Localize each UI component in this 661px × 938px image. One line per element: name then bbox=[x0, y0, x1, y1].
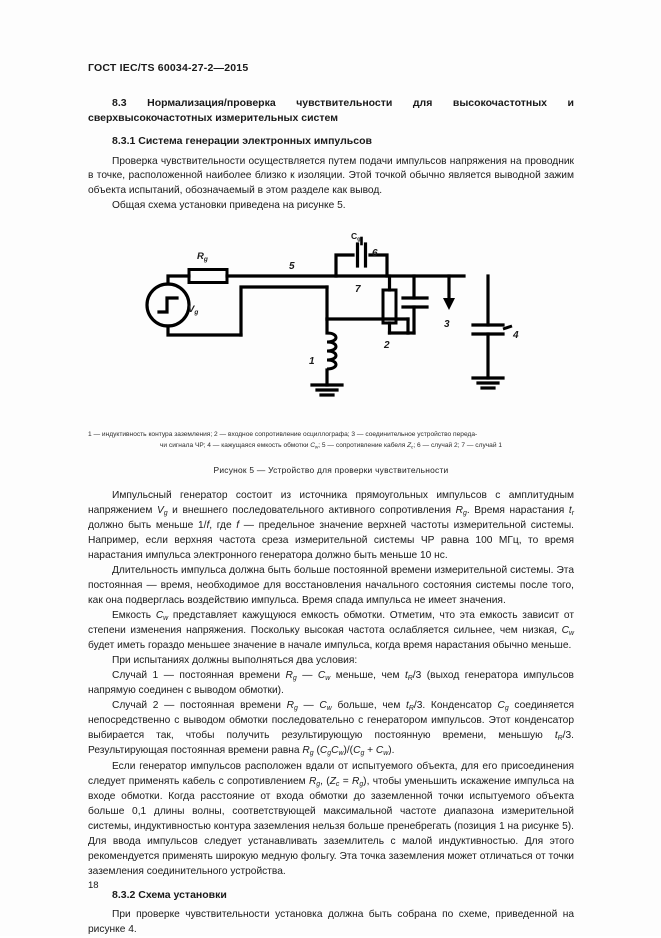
figure-note-line2: чи сигнала ЧР; 4 — кажущаяся емкость обм… bbox=[159, 441, 503, 449]
section-title-8-3-2: 8.3.2 Схема установки bbox=[112, 888, 227, 901]
paragraph-general-scheme: Общая схема установки приведена на рисун… bbox=[112, 200, 346, 212]
paragraph-sensitivity-check: Проверка чувствительности осуществляется… bbox=[88, 155, 574, 197]
paragraph-case-1: Случай 1 — постоянная времени Rg — Cw ме… bbox=[88, 670, 574, 697]
figure-5: Rg Vg Cg 1 2 3 4 5 6 7 1 — индуктивность… bbox=[88, 230, 574, 474]
paragraph-capacitance-cw: Емкость Cw представляет кажущуюся емкост… bbox=[88, 609, 575, 652]
page-number: 18 bbox=[88, 880, 99, 891]
paragraph-pulse-generator: Импульсный генератор состоит из источник… bbox=[88, 489, 574, 561]
paragraph-remote-generator: Если генератор импульсов расположен вдал… bbox=[88, 760, 574, 877]
running-head: ГОСТ IEC/TS 60034-27-2—2015 bbox=[88, 62, 249, 74]
paragraph-setup-scheme: При проверке чувствительности установка … bbox=[88, 909, 574, 936]
paragraph-case-2: Случай 2 — постоянная времени Rg — Cw бо… bbox=[88, 700, 574, 758]
circuit-diagram-svg bbox=[145, 237, 513, 398]
arrow-head-icon bbox=[443, 298, 455, 311]
section-title-8-3-1: 8.3.1 Система генерации электронных импу… bbox=[112, 134, 372, 147]
figure-note-line1: 1 — индуктивность контура заземления; 2 … bbox=[88, 431, 478, 439]
figure-note: 1 — индуктивность контура заземления; 2 … bbox=[88, 430, 574, 450]
paragraph-two-conditions: При испытаниях должны выполняться два ус… bbox=[112, 655, 358, 667]
paragraph-pulse-duration: Длительность импульса должна быть больше… bbox=[88, 564, 574, 606]
section-title-8-3: 8.3 Нормализация/проверка чувствительнос… bbox=[88, 97, 574, 124]
figure-caption: Рисунок 5 — Устройство для проверки чувс… bbox=[213, 464, 449, 475]
page-content: ГОСТ IEC/TS 60034-27-2—2015 8.3 Нормализ… bbox=[88, 62, 574, 938]
